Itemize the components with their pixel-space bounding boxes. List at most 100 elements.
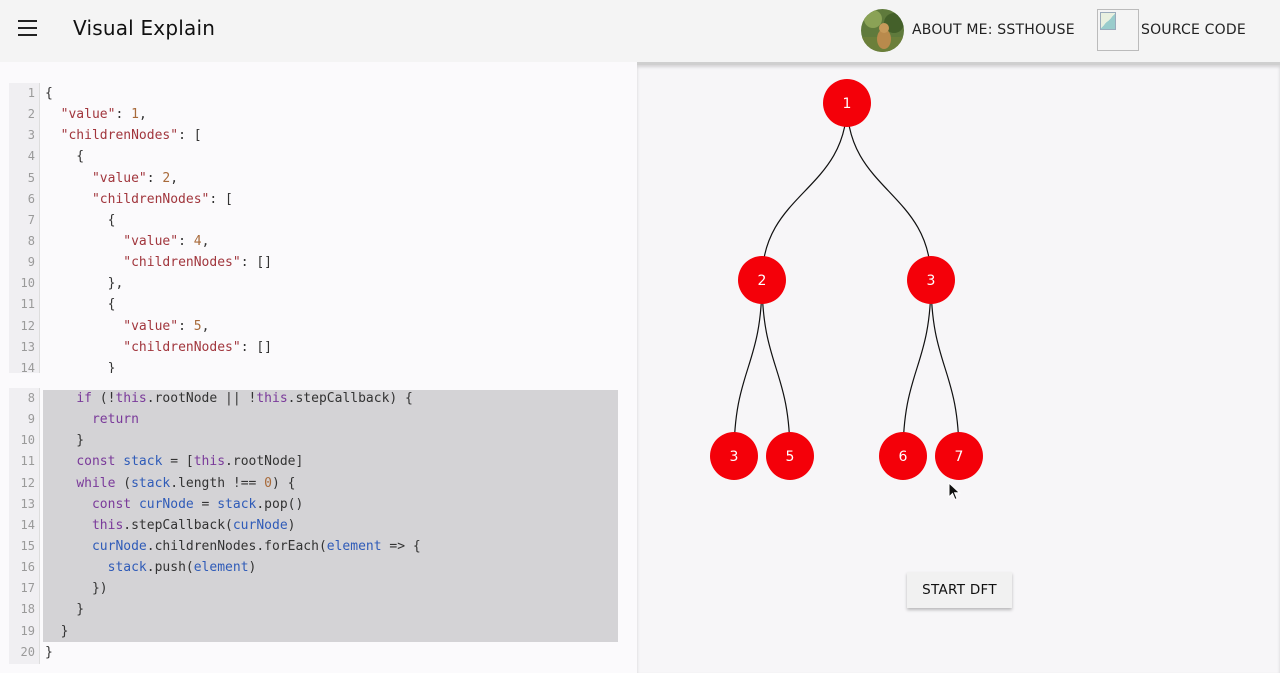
line-text: { bbox=[40, 83, 53, 104]
avatar bbox=[861, 8, 904, 52]
code-token: : [ bbox=[209, 191, 233, 207]
menu-icon[interactable] bbox=[18, 20, 40, 40]
tree-node: 6 bbox=[879, 432, 927, 480]
code-token: .length !== bbox=[170, 475, 265, 491]
code-token: curNode bbox=[138, 496, 194, 512]
code-token: stack bbox=[107, 560, 147, 576]
tree-edge bbox=[733, 279, 763, 457]
code-token: "value" bbox=[123, 318, 179, 334]
code-line: 20} bbox=[9, 642, 618, 663]
code-token: return bbox=[91, 412, 139, 428]
code-token: = [ bbox=[162, 454, 194, 470]
line-text: { bbox=[40, 294, 116, 315]
code-line: 5 "value": 2, bbox=[9, 168, 618, 189]
about-me-label: ABOUT ME: SSTHOUSE bbox=[912, 22, 1075, 38]
code-token: : bbox=[146, 170, 163, 186]
tree-node-label: 1 bbox=[843, 96, 852, 112]
code-line: 18 } bbox=[9, 599, 618, 620]
line-text: } bbox=[40, 642, 53, 663]
mouse-pointer-icon bbox=[948, 482, 961, 501]
code-token: this bbox=[256, 391, 288, 406]
code-token: .push( bbox=[146, 560, 194, 576]
code-token: : bbox=[115, 107, 132, 123]
code-line: 13 const curNode = stack.pop() bbox=[9, 494, 618, 515]
code-token: .rootNode || ! bbox=[146, 391, 257, 406]
line-number-gutter bbox=[9, 388, 40, 664]
code-token: .pop() bbox=[256, 496, 304, 512]
code-line: 19 } bbox=[9, 621, 618, 642]
code-token: "value" bbox=[91, 170, 147, 186]
source-code-label: SOURCE CODE bbox=[1141, 22, 1246, 38]
line-text: }, bbox=[40, 273, 124, 294]
line-text: { bbox=[40, 210, 116, 231]
line-number-gutter bbox=[9, 83, 40, 373]
tree-node-label: 7 bbox=[955, 449, 964, 465]
code-line: 11 { bbox=[9, 294, 618, 315]
line-text: "childrenNodes": [ bbox=[40, 189, 233, 210]
line-number: 4 bbox=[27, 149, 35, 164]
code-line: 7 { bbox=[9, 210, 618, 231]
line-number: 18 bbox=[20, 602, 35, 617]
code-token: 2 bbox=[162, 170, 171, 186]
code-token: .rootNode] bbox=[225, 454, 304, 470]
code-token: } bbox=[45, 433, 85, 449]
tree-node-circle bbox=[823, 79, 871, 127]
line-number: 13 bbox=[20, 496, 35, 511]
code-token: , bbox=[138, 107, 147, 123]
code-token: if bbox=[76, 391, 92, 406]
code-line: 13 "childrenNodes": [] bbox=[9, 337, 618, 358]
line-text: const curNode = stack.pop() bbox=[40, 494, 303, 515]
code-token: .stepCallback( bbox=[123, 517, 233, 533]
code-token: this bbox=[193, 454, 226, 470]
about-me-link[interactable]: ABOUT ME: SSTHOUSE bbox=[861, 8, 1075, 52]
line-number: 19 bbox=[20, 623, 35, 638]
tree-edge bbox=[761, 102, 848, 281]
code-token: "childrenNodes" bbox=[60, 128, 179, 144]
code-token: 5 bbox=[193, 318, 202, 334]
line-number: 13 bbox=[20, 339, 35, 354]
code-token: { bbox=[45, 149, 85, 165]
code-line: 17 }) bbox=[9, 578, 618, 599]
code-token: ( bbox=[115, 475, 132, 491]
line-number: 2 bbox=[27, 107, 35, 122]
code-token: .stepCallback) { bbox=[287, 391, 413, 406]
line-text: "value": 2, bbox=[40, 168, 178, 189]
tree-node-label: 3 bbox=[927, 273, 936, 289]
start-dft-button[interactable]: START DFT bbox=[907, 572, 1012, 608]
code-token: } bbox=[45, 360, 116, 373]
line-text: } bbox=[40, 358, 116, 373]
code-token: "value" bbox=[123, 233, 179, 249]
line-number: 10 bbox=[20, 276, 35, 291]
code-token: = bbox=[193, 496, 218, 512]
tree-node: 5 bbox=[766, 432, 814, 480]
line-number: 7 bbox=[27, 212, 35, 227]
line-number: 11 bbox=[20, 454, 35, 469]
code-token: { bbox=[45, 212, 116, 228]
code-token: => { bbox=[381, 538, 421, 554]
line-number: 10 bbox=[20, 433, 35, 448]
code-line: 1{ bbox=[9, 83, 618, 104]
line-text: curNode.childrenNodes.forEach(element =>… bbox=[40, 536, 421, 557]
code-token: .childrenNodes.forEach( bbox=[146, 538, 327, 554]
code-token: : bbox=[178, 233, 194, 249]
code-token: } bbox=[45, 644, 53, 660]
line-text: } bbox=[40, 430, 84, 451]
code-token: }) bbox=[45, 581, 108, 597]
line-text: "value": 5, bbox=[40, 316, 209, 337]
line-number: 5 bbox=[27, 170, 35, 185]
code-token: ) { bbox=[272, 475, 296, 491]
selected-code-highlight bbox=[43, 390, 618, 642]
code-token: 4 bbox=[193, 233, 202, 249]
line-number: 11 bbox=[20, 297, 35, 312]
code-token: : [] bbox=[240, 339, 272, 355]
line-number: 17 bbox=[20, 581, 35, 596]
algorithm-code-lines: 8 if (!this.rootNode || !this.stepCallba… bbox=[9, 388, 618, 663]
code-line: 12 while (stack.length !== 0) { bbox=[9, 473, 618, 494]
tree-edge bbox=[902, 279, 932, 457]
json-editor[interactable]: 1{2 "value": 1,3 "childrenNodes": [4 {5 … bbox=[9, 83, 618, 373]
source-code-link[interactable]: SOURCE CODE bbox=[1097, 9, 1246, 51]
line-number: 15 bbox=[20, 538, 35, 553]
line-number: 9 bbox=[27, 255, 35, 270]
code-editor[interactable]: 8 if (!this.rootNode || !this.stepCallba… bbox=[9, 388, 618, 664]
tree-node: 1 bbox=[823, 79, 871, 127]
